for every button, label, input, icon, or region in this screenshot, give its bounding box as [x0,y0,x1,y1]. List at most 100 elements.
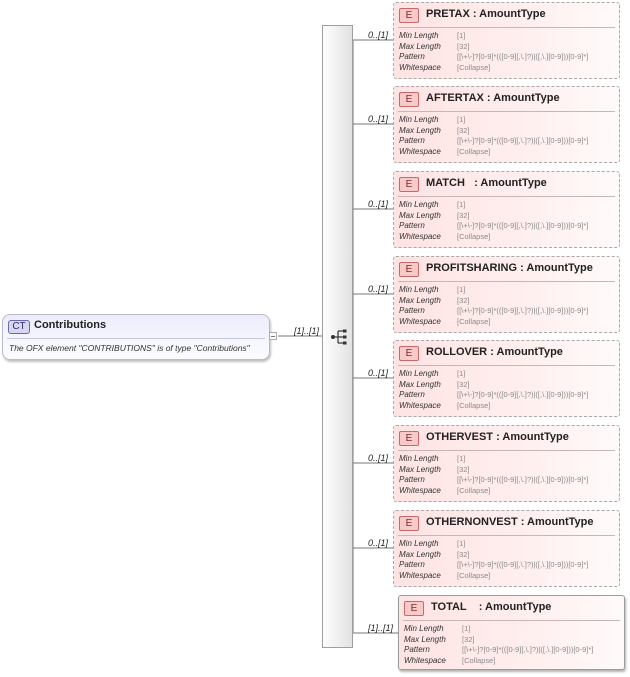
divider [7,338,265,339]
facet-whitespace: Whitespace[Collapse] [399,571,588,582]
divider [398,27,615,28]
facet-value: [Collapse] [457,316,491,326]
element-type: : AmountType [520,516,594,528]
facet-max-length: Max Length[32] [399,465,588,476]
facet-label: Max Length [404,634,446,644]
element-occurrence: 0..[1] [368,114,389,124]
facet-max-length: Max Length [32] [399,380,588,391]
facet-pattern: Pattern [[\+\-]?[0-9]*(([0-9][,\.]?)|([,\… [399,306,588,317]
facet-label: Pattern [399,221,425,231]
facet-max-length: Max Length[32] [399,296,588,307]
facet-label: Whitespace [404,655,446,665]
element-name: TOTAL [431,601,467,613]
facet-value: [32] [457,464,470,474]
element-box-rollover[interactable]: E ROLLOVER : AmountType Min Length[1] Ma… [393,340,620,417]
element-box-othervest[interactable]: E OTHERVEST : AmountType Min Length[1] M… [393,425,620,502]
facet-label: Max Length [399,125,441,135]
facet-value: [[\+\-]?[0-9]*(([0-9][,\.]?)|([,\.][0-9]… [457,560,589,570]
facet-value: [32] [457,549,470,559]
complex-type-box[interactable]: CT Contributions The OFX element "CONTRI… [2,314,270,360]
facet-value: [[\+\-]?[0-9]*(([0-9][,\.]?)|([,\.][0-9]… [457,52,589,62]
facet-label: Min Length [399,285,439,294]
facet-label: Max Length [399,379,441,389]
element-title: ROLLOVER : AmountType [426,346,563,358]
element-type: : AmountType [490,346,563,358]
element-box-total[interactable]: E TOTAL : AmountType Min Length[1] Max L… [398,595,625,670]
facet-value: [Collapse] [457,62,491,72]
element-occurrence: 0..[1] [368,453,389,463]
facet-value: [1] [462,624,471,633]
facet-pattern: Pattern[[\+\-]?[0-9]*(([0-9][,\.]?)|([,\… [404,645,593,656]
facet-label: Max Length [399,210,441,220]
facet-label: Min Length [399,539,439,548]
facet-value: [32] [462,634,475,644]
element-title: PROFITSHARING : AmountType [426,262,593,274]
facet-value: [32] [457,295,470,305]
facet-min-length: Min Length[1] [399,200,588,211]
facet-value: [[\+\-]?[0-9]*(([0-9][,\.]?)|([,\.][0-9]… [457,475,589,485]
element-box-match[interactable]: E MATCH : AmountType Min Length[1] Max L… [393,171,620,248]
facet-value: [1] [457,539,466,548]
facet-max-length: Max Length [32] [404,635,593,646]
facet-value: [1] [457,115,466,124]
element-box-aftertax[interactable]: E AFTERTAX : AmountType Min Length[1] Ma… [393,86,620,163]
facet-pattern: Pattern[[\+\-]?[0-9]*(([0-9][,\.]?)|([,\… [399,136,588,147]
facet-label: Pattern [399,560,425,570]
divider [398,111,615,112]
facet-value: [32] [457,125,470,135]
sequence-icon [331,329,347,345]
facets: Min Length[1] Max Length [32] Pattern[[\+… [404,624,593,666]
divider [398,535,615,536]
element-occurrence: 0..[1] [368,30,389,40]
facet-pattern: Pattern[[\+\-]?[0-9]*(([0-9][,\.]?)|([,\… [399,390,588,401]
facets: Min Length[1] Max Length[32] Pattern [[\+… [399,285,588,327]
facet-label: Pattern [399,136,425,146]
facets: Min Length[1] Max Length [32] Pattern[[\+… [399,369,588,411]
facet-min-length: Min Length[1] [399,369,588,380]
facet-value: [Collapse] [457,231,491,241]
facet-min-length: Min Length[1] [399,285,588,296]
element-type: : AmountType [496,431,569,443]
facet-label: Min Length [399,200,439,209]
element-box-profitsharing[interactable]: E PROFITSHARING : AmountType Min Length[… [393,256,620,333]
facet-label: Whitespace [399,316,441,326]
facet-value: [Collapse] [457,570,491,580]
element-occurrence: 0..[1] [368,538,389,548]
element-box-pretax[interactable]: E PRETAX : AmountType Min Length[1] Max … [393,2,620,79]
element-title: OTHERNONVEST : AmountType [426,516,593,528]
element-occurrence: 0..[1] [368,368,389,378]
element-title: AFTERTAX : AmountType [426,92,560,104]
facets: Min Length [1] Max Length[32] Pattern[[\+… [399,454,588,496]
element-occurrence: 0..[1] [368,199,389,209]
facet-whitespace: Whitespace[Collapse] [399,486,588,497]
facet-min-length: Min Length [1] [399,454,588,465]
facet-label: Max Length [399,41,441,51]
element-title: TOTAL : AmountType [431,601,551,613]
facet-label: Pattern [399,306,425,316]
complex-type-icon: CT [8,320,30,334]
facet-value: [32] [457,379,470,389]
facet-value: [1] [457,454,466,463]
facet-label: Whitespace [399,485,441,495]
facet-label: Min Length [399,454,439,463]
facet-value: [1] [457,369,466,378]
facet-min-length: Min Length[1] [404,624,593,635]
element-name: OTHERVEST [426,431,494,443]
facet-label: Max Length [399,549,441,559]
facet-value: [1] [457,31,466,40]
element-icon: E [399,92,419,107]
facet-max-length: Max Length [32] [399,126,588,137]
element-name: PROFITSHARING [426,262,518,274]
complex-type-name: Contributions [34,319,107,331]
facet-pattern: Pattern[[\+\-]?[0-9]*(([0-9][,\.]?)|([,\… [399,52,588,63]
collapse-toggle-icon[interactable] [269,332,277,340]
element-title: OTHERVEST : AmountType [426,431,569,443]
facet-label: Whitespace [399,62,441,72]
facet-value: [Collapse] [457,146,491,156]
element-box-othernonvest[interactable]: E OTHERNONVEST : AmountType Min Length[1… [393,510,620,587]
element-name: MATCH [426,177,465,189]
facet-value: [[\+\-]?[0-9]*(([0-9][,\.]?)|([,\.][0-9]… [457,306,589,316]
facet-value: [Collapse] [457,400,491,410]
facet-pattern: Pattern[[\+\-]?[0-9]*(([0-9][,\.]?)|([,\… [399,475,588,486]
facet-label: Pattern [404,645,430,655]
